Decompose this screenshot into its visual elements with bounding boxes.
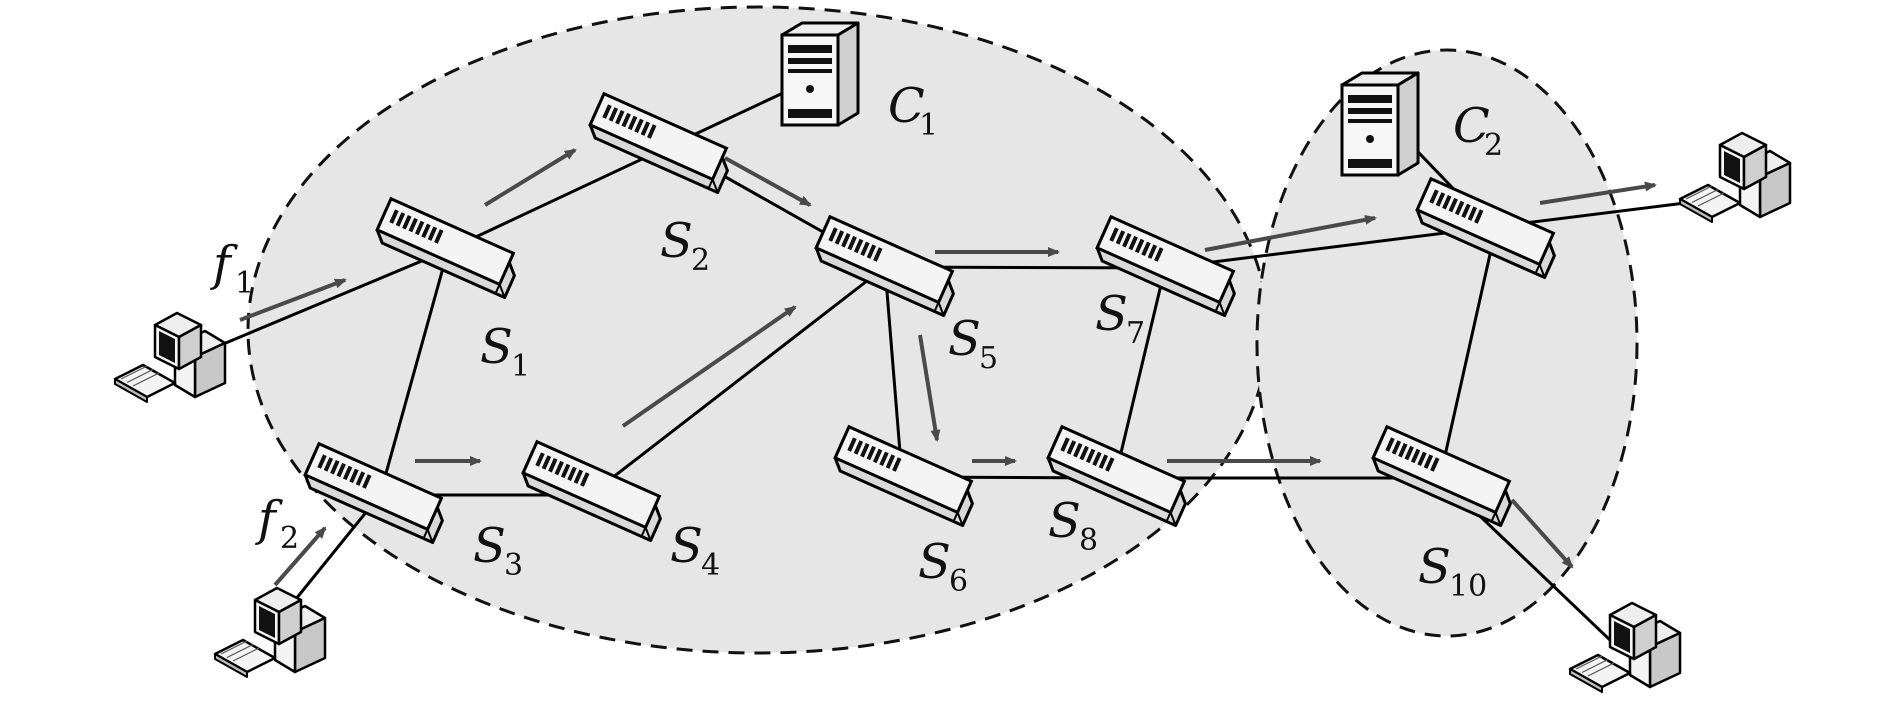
link-S7-S8 [1113, 267, 1167, 479]
switch-port-row [602, 104, 657, 139]
label-s3: S3 [473, 518, 523, 583]
link-H2-S3 [281, 494, 382, 616]
server-tower-icon [1340, 71, 1420, 177]
desktop-computer-icon [213, 586, 327, 678]
svg-text:2: 2 [691, 243, 710, 278]
flow-arrow [724, 156, 812, 207]
switch-s10 [1371, 424, 1512, 528]
switch-s4 [521, 439, 662, 543]
flow-arrow [918, 334, 941, 442]
controller-domains [246, 5, 1639, 655]
switch-s6 [833, 424, 974, 528]
switch-s9 [1415, 176, 1556, 280]
svg-text:2: 2 [280, 521, 299, 556]
svg-text:8: 8 [1079, 523, 1098, 558]
flow-arrow [1204, 214, 1377, 252]
link-S9-S10 [1438, 231, 1497, 479]
switch-s1 [375, 196, 516, 300]
label-s1: S1 [480, 319, 530, 384]
switch-port-row [1429, 189, 1484, 224]
label-s8: S8 [1048, 493, 1098, 558]
switch-port-row [389, 209, 444, 244]
label-domain-c1: C1 [888, 78, 938, 143]
svg-text:S: S [480, 319, 513, 375]
switch-s2 [588, 91, 729, 195]
flow-arrow [483, 148, 577, 207]
link-S1-C1 [447, 76, 816, 252]
label-s5: S5 [948, 311, 998, 376]
svg-text:C: C [1453, 98, 1490, 154]
flow-arrow [273, 526, 327, 587]
server-tower-icon [780, 21, 860, 127]
flow-arrow [1510, 498, 1574, 569]
switch-port-row [317, 454, 372, 489]
switch-s8 [1046, 424, 1187, 528]
label-s7: S7 [1095, 286, 1145, 351]
flow-arrow [239, 278, 347, 322]
svg-text:S: S [948, 311, 981, 367]
switch-s5 [814, 214, 955, 318]
svg-text:2: 2 [1484, 128, 1503, 163]
svg-text:S: S [660, 213, 693, 269]
svg-text:1: 1 [511, 349, 530, 384]
desktop-computer-icon [1678, 131, 1792, 223]
label-s2: S2 [660, 213, 710, 278]
svg-text:S: S [1048, 493, 1081, 549]
switch-s3 [303, 441, 444, 545]
svg-text:S: S [473, 518, 506, 574]
label-s6: S6 [918, 534, 968, 599]
desktop-computer-icon [113, 311, 227, 403]
switch-port-row [847, 437, 902, 472]
flow-arrow [1539, 181, 1657, 205]
devices [113, 21, 1792, 693]
switch-port-row [828, 227, 883, 262]
label-s4: S4 [670, 518, 720, 583]
switch-port-row [1060, 437, 1115, 472]
svg-text:4: 4 [701, 548, 720, 583]
svg-text:S: S [918, 534, 951, 590]
flow-arrow [621, 305, 797, 428]
link-S4-S5 [589, 265, 886, 497]
svg-text:C: C [888, 78, 925, 134]
desktop-computer-icon [1568, 601, 1682, 693]
switch-s7 [1095, 214, 1236, 318]
switch-port-row [1109, 227, 1164, 262]
svg-text:5: 5 [979, 341, 998, 376]
svg-text:6: 6 [949, 564, 968, 599]
label-domain-c2: C2 [1453, 98, 1503, 163]
svg-text:S: S [1418, 539, 1451, 595]
switch-port-row [535, 452, 590, 487]
svg-text:S: S [1095, 286, 1128, 342]
link-S1-S3 [378, 249, 450, 496]
svg-text:f: f [210, 236, 238, 292]
link-H1-S1 [184, 248, 449, 362]
svg-text:10: 10 [1449, 569, 1487, 604]
flow-arrows [239, 148, 1657, 587]
svg-text:7: 7 [1126, 316, 1145, 351]
svg-text:3: 3 [504, 548, 523, 583]
svg-text:1: 1 [235, 266, 254, 301]
link-S5-S6 [883, 266, 904, 478]
switch-port-row [1385, 437, 1440, 472]
domain-c2-region [1255, 48, 1639, 638]
label-s10: S10 [1418, 539, 1487, 604]
svg-text:f: f [255, 491, 283, 547]
svg-text:S: S [670, 518, 703, 574]
svg-text:1: 1 [919, 108, 938, 143]
link-S7-H3 [1164, 200, 1694, 270]
